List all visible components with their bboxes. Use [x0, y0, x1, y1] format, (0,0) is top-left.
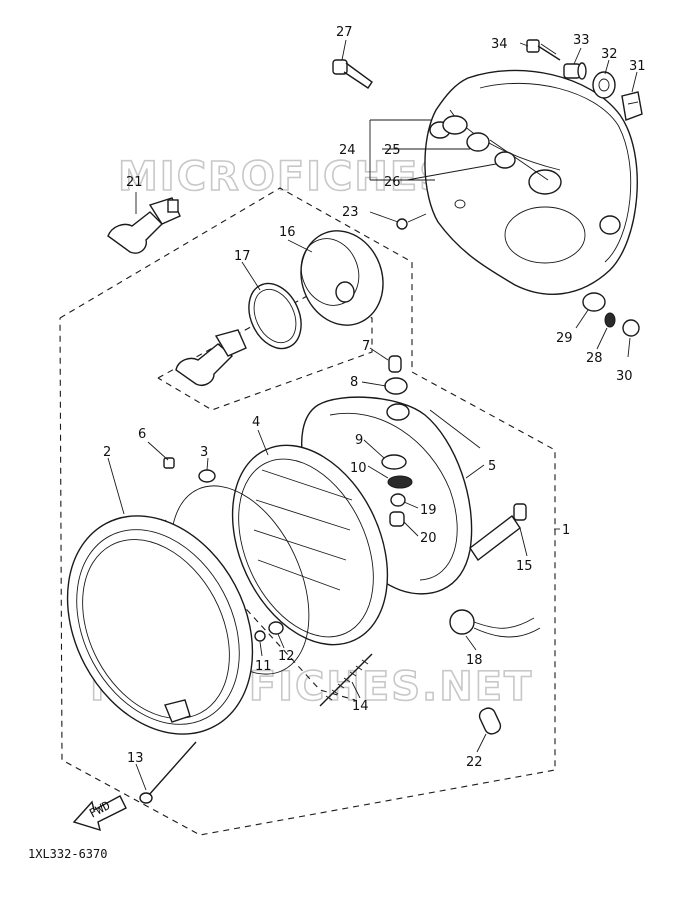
- callout-18: 18: [466, 653, 483, 668]
- callout-24: 24: [339, 143, 356, 158]
- callout-21: 21: [126, 175, 143, 190]
- callout-22: 22: [466, 755, 483, 770]
- callout-1: 1: [562, 523, 570, 538]
- washer-29: [582, 292, 606, 312]
- callout-3: 3: [200, 445, 208, 460]
- callout-2: 2: [103, 445, 111, 460]
- nut-20: [389, 511, 405, 527]
- screw-6: [163, 457, 175, 469]
- collar-7: [388, 355, 402, 373]
- washer-19: [390, 493, 406, 507]
- callout-29: 29: [556, 331, 573, 346]
- collar-9: [381, 454, 407, 470]
- bulb-22: [478, 707, 502, 735]
- callout-31: 31: [629, 59, 646, 74]
- stay-15: [469, 503, 527, 562]
- socket-cover-16: [300, 230, 384, 326]
- assembly-boundary: [59, 187, 556, 836]
- screw-11: [254, 630, 266, 642]
- callout-25: 25: [384, 143, 401, 158]
- callout-11: 11: [255, 659, 272, 674]
- rim-group-boundary: [164, 519, 356, 701]
- callout-17: 17: [234, 249, 251, 264]
- callout-14: 14: [352, 699, 369, 714]
- washer-28: [604, 312, 616, 328]
- callout-26: 26: [384, 175, 401, 190]
- leader-5-bracket: [429, 409, 481, 449]
- headlight-case: [424, 69, 638, 295]
- clip-31: [621, 91, 643, 121]
- collar-33: [563, 62, 587, 80]
- callout-20: 20: [420, 531, 437, 546]
- callout-5: 5: [488, 459, 496, 474]
- callout-12: 12: [278, 649, 295, 664]
- bulb-21: [107, 197, 181, 254]
- catalog-code: 1XL332-6370: [28, 847, 107, 861]
- grommet-8: [384, 377, 408, 395]
- lens-unit-4: [231, 444, 389, 646]
- callout-28: 28: [586, 351, 603, 366]
- callout-33: 33: [573, 33, 590, 48]
- callout-16: 16: [279, 225, 296, 240]
- screw-23: [396, 213, 427, 230]
- callout-23: 23: [342, 205, 359, 220]
- callout-27: 27: [336, 25, 353, 40]
- retaining-ring-17: [248, 282, 302, 350]
- callout-7: 7: [362, 339, 370, 354]
- callout-6: 6: [138, 427, 146, 442]
- callout-19: 19: [420, 503, 437, 518]
- callout-30: 30: [616, 369, 633, 384]
- callout-10: 10: [350, 461, 367, 476]
- bolt-27: [332, 59, 373, 89]
- headlight-rim-2: [66, 515, 254, 735]
- callout-8: 8: [350, 375, 358, 390]
- callout-34: 34: [491, 37, 508, 52]
- nut-30: [622, 319, 640, 337]
- washer-12: [268, 621, 284, 635]
- fwd-arrow-icon: FWD: [72, 795, 127, 832]
- grommet-10: [387, 475, 413, 489]
- bulb-in-assembly: [175, 329, 247, 386]
- bolt-34: [526, 39, 561, 61]
- screw-13: [139, 741, 197, 804]
- callout-32: 32: [601, 47, 618, 62]
- callout-4: 4: [252, 415, 260, 430]
- leader-lines: [107, 39, 638, 791]
- grommet-32: [592, 71, 616, 99]
- spring-14: [319, 653, 373, 707]
- position-socket-18: [449, 609, 541, 638]
- callout-9: 9: [355, 433, 363, 448]
- callout-15: 15: [516, 559, 533, 574]
- case-hole: [454, 199, 466, 209]
- callout-13: 13: [127, 751, 144, 766]
